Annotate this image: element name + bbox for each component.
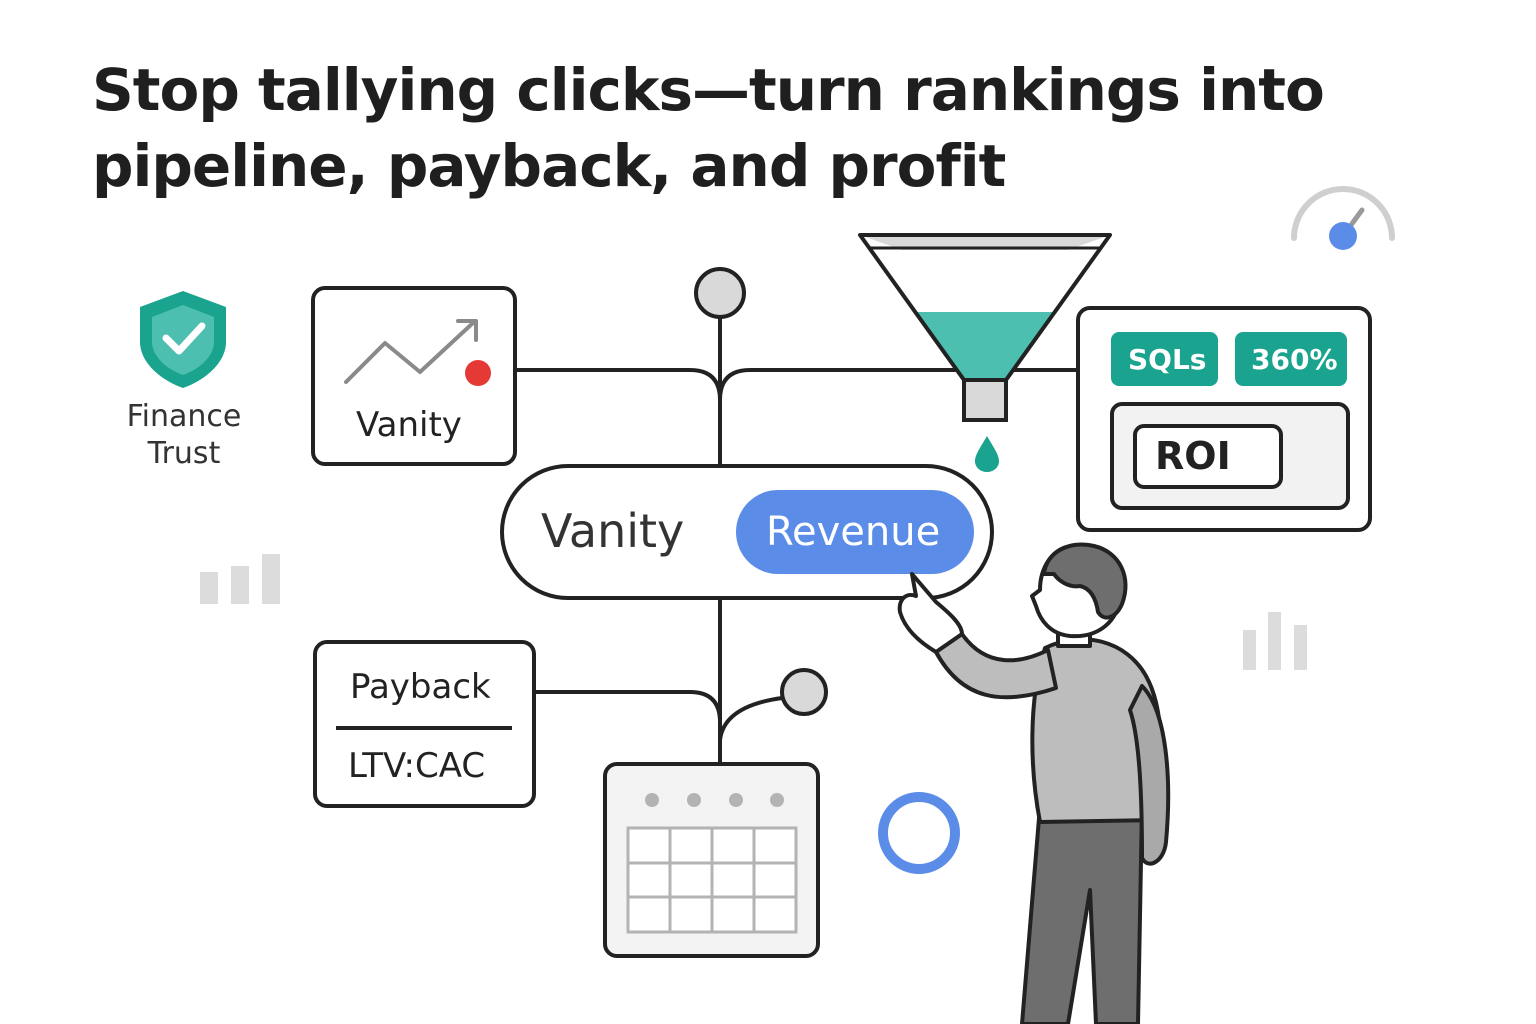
gauge-icon [1291, 186, 1395, 250]
trend-up-arrow-icon [344, 319, 478, 384]
chip-percent-label: 360% [1251, 343, 1338, 376]
chip-sqls-label: SQLs [1128, 343, 1207, 376]
bar-chart-icon [200, 554, 280, 604]
shield-check-icon [140, 291, 226, 388]
headline-line-1: Stop tallying clicks—turn rankings into [92, 56, 1325, 124]
ltv-cac-label: LTV:CAC [348, 746, 486, 786]
finance-trust-badge: Finance Trust [100, 398, 268, 472]
chip-percent [1235, 332, 1347, 386]
roi-label: ROI [1155, 434, 1231, 478]
trust-line-2: Trust [147, 436, 221, 471]
calendar-icon [603, 762, 820, 958]
trust-line-1: Finance [126, 399, 242, 434]
toggle-option-revenue[interactable]: Revenue [766, 509, 941, 555]
droplet-icon [975, 436, 999, 472]
ring-icon [878, 792, 960, 874]
chip-sqls [1111, 332, 1218, 386]
person-figure [897, 542, 1171, 1024]
toggle-option-vanity[interactable]: Vanity [541, 504, 685, 558]
top-node [694, 267, 746, 319]
lower-node [780, 668, 828, 716]
headline: Stop tallying clicks—turn rankings into … [92, 52, 1325, 204]
funnel-icon [858, 233, 1112, 422]
trend-card-label: Vanity [356, 405, 462, 445]
payback-label: Payback [350, 667, 491, 707]
toggle-active-pill [736, 490, 974, 574]
payback-card [313, 640, 536, 808]
alert-dot [465, 360, 491, 386]
roi-field [1133, 424, 1283, 489]
bar-chart-icon-right [1243, 612, 1307, 670]
headline-line-2: pipeline, payback, and profit [92, 132, 1006, 200]
connector-lines [514, 316, 1080, 766]
